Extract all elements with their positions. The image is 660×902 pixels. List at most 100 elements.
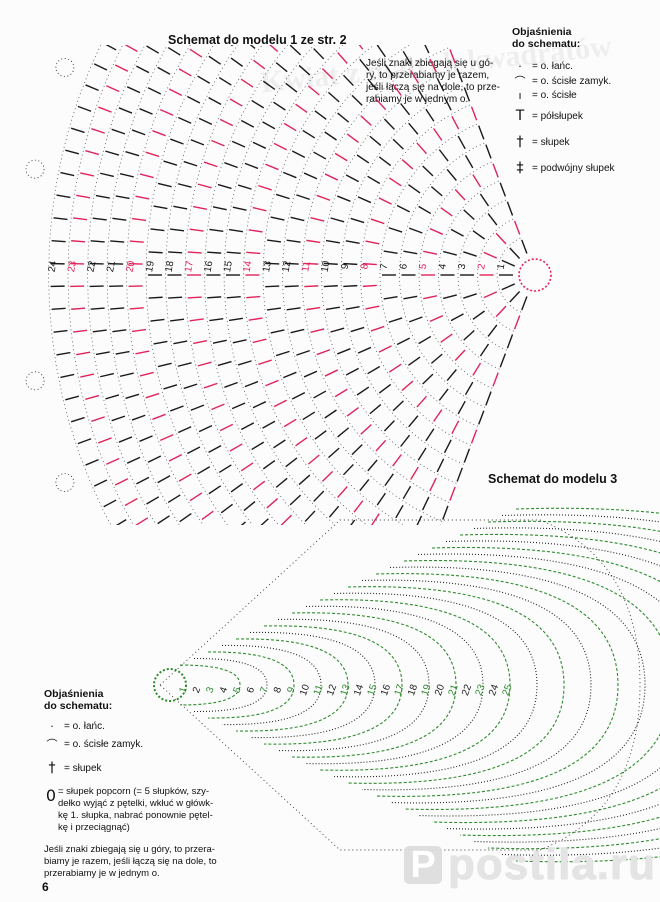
chain-arc [145,45,228,525]
stitch-mark [110,307,125,310]
stitch-mark [262,80,276,90]
stitch-row [403,560,660,810]
stitch-mark [446,369,457,382]
stitch-mark [478,410,485,425]
stitch-mark [251,99,265,109]
stitch-mark [77,438,92,445]
half-double-icon: T [515,108,525,124]
stitch-mark [346,133,359,144]
stitch-mark [443,96,452,111]
stitch-mark [92,329,107,333]
stitch-mark [190,139,205,146]
stitch-mark [173,340,188,345]
stitch-mark [509,247,521,259]
stitch-mark [168,88,183,96]
stitch-mark [240,422,255,431]
stitch-mark [229,98,243,107]
stitch-mark [350,519,356,525]
stitch-mark [290,216,305,222]
stitch-mark [367,175,381,185]
row-number-label: 23 [66,260,79,273]
note-line: przerabiamy je w jednym o. [44,868,160,879]
site-logo-icon: P [404,846,442,884]
stitch-mark [392,83,402,96]
stitch-mark [464,154,474,169]
row-number-label: 24 [47,260,60,273]
stitch-mark [324,409,337,419]
stitch-mark [408,316,423,323]
stitch-mark [131,414,146,421]
stitch-mark [60,373,75,379]
stitch-mark [463,251,477,257]
stitch-mark [450,313,464,322]
stitch-mark [112,329,127,333]
legend-row-dc: †= słupek [44,760,294,776]
stitch-mark [265,262,280,265]
stitch-mark [290,328,305,334]
stitch-mark [230,483,244,493]
stitch-mark [183,160,198,167]
row-number-label: 25 [501,683,515,698]
stitch-mark [425,108,435,122]
stitch-mark [103,499,117,508]
stitch-mark [443,250,457,256]
stitch-row [291,612,457,758]
diagram1-note: Jeśli znaki zbiegają się u gó- ry, to pr… [366,58,506,106]
note-line: Jeśli znaki zbiegają się u gó- [366,58,494,69]
stitch-mark [145,392,160,399]
stitch-mark [306,306,321,311]
legend-label: = o. ścisłe zamyk. [64,738,144,750]
stitch-mark [129,307,144,310]
stitch-mark [425,428,435,442]
stitch-mark [187,296,202,299]
stitch-mark [228,228,244,233]
stitch-mark [71,307,86,310]
stitch-mark [401,380,414,391]
stitch-mark [189,48,203,58]
legend-bottom-title: Objaśnienia do schematu: [44,688,294,712]
stitch-mark [310,216,325,222]
stitch-mark [330,217,345,223]
stitch-mark [73,329,88,333]
stitch-mark [266,307,282,311]
stitch-mark [362,284,377,288]
stitch-mark [506,334,514,349]
stitch-mark [51,239,66,243]
stitch-mark [506,201,514,216]
stitch-mark [246,251,261,255]
stitch-row [375,573,619,797]
stitch-mark [231,402,246,410]
row-number-label: 17 [393,683,407,698]
stitch-mark [418,335,432,345]
stitch-mark [173,205,188,210]
stitch-mark [423,250,438,255]
stitch-mark [487,213,498,226]
legend-title-line: Objaśnienia [44,688,104,700]
row-number-label: 9 [286,685,298,694]
chain-arc [243,45,368,525]
stitch-mark [343,262,358,266]
stitch-mark [198,424,213,433]
stitch-mark [457,135,466,150]
stitch-mark [384,473,394,487]
note-line: jeśli łączą się na dole, to prze- [366,82,500,93]
stitch-mark [232,339,247,344]
stitch-mark [244,380,259,388]
stitch-mark [170,138,184,145]
stitch-mark [430,186,443,197]
stitch-mark [118,436,133,443]
stitch-mark [298,474,311,486]
stitch-mark [418,205,432,215]
stitch-mark [376,492,387,506]
stitch-mark [203,161,218,168]
stitch-mark [353,500,364,513]
stitch-mark [252,401,267,409]
stitch-mark [153,340,168,345]
stitch-mark [457,400,466,415]
stitch-mark [463,209,475,221]
stitch-mark [95,351,110,356]
stitch-mark [258,184,272,191]
stitch-mark [260,518,269,525]
